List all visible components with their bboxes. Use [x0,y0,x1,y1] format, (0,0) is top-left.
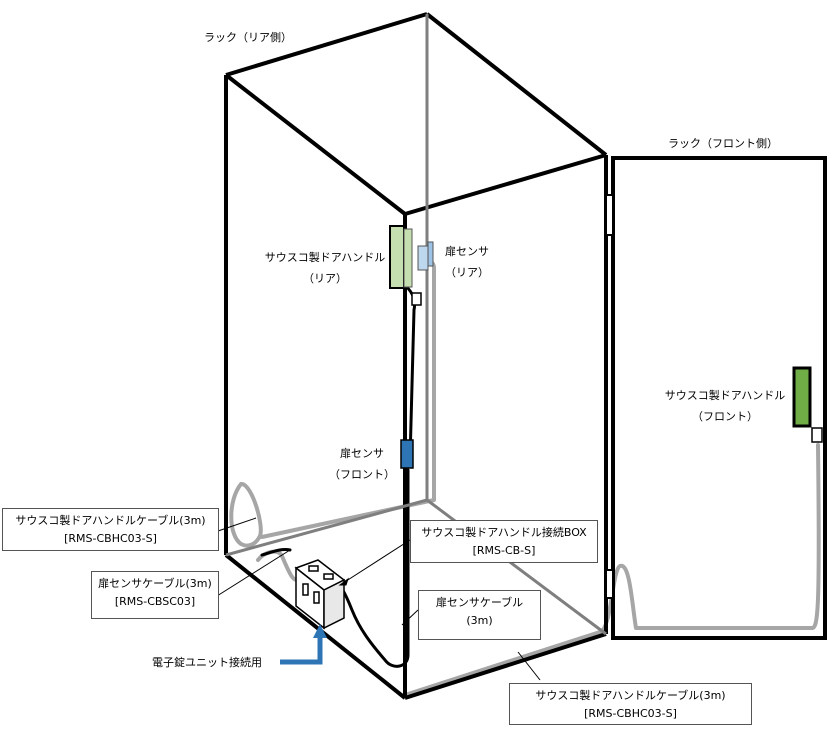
unit-connection-arrow [280,624,327,665]
callout-cable-sensor-line1: 扉センサケーブル(3m) [98,577,212,590]
callout-cable-handle-front-line2: [RMS-CBHC03-S] [584,707,677,720]
callout-cable-handle-front-line1: サウスコ製ドアハンドルケーブル(3m) [535,689,726,702]
callout-cable-handle-front: サウスコ製ドアハンドルケーブル(3m) [RMS-CBHC03-S] [509,683,752,725]
callout-cable-handle-rear-line2: [RMS-CBHC03-S] [64,532,157,545]
callout-cable-sensor-line2: [RMS-CBSC03] [114,595,196,608]
door-sensor-front [400,439,414,469]
callout-connection-box: サウスコ製ドアハンドル接続BOX [RMS-CB-S] [410,520,598,563]
callout-cable-handle-rear-line1: サウスコ製ドアハンドルケーブル(3m) [15,514,206,527]
connector-front [811,427,823,443]
label-handle-front: サウスコ製ドアハンドル （フロント） [658,388,792,424]
callout-cable-sensor-short-line2: (3m) [466,614,493,627]
label-sensor-rear-line1: 扉センサ [445,245,489,258]
door-handle-rear [389,225,413,289]
door-sensor-rear [417,241,434,271]
leader-lines [216,517,541,681]
label-handle-rear: サウスコ製ドアハンドル （リア） [260,250,390,286]
rack-front-door [605,156,827,640]
label-sensor-front-line2: （フロント） [329,468,395,481]
callout-cable-sensor: 扉センサケーブル(3m) [RMS-CBSC03] [91,571,219,619]
label-handle-front-line1: サウスコ製ドアハンドル [664,389,786,402]
label-sensor-rear: 扉センサ （リア） [432,244,502,280]
label-handle-rear-line2: （リア） [303,272,347,285]
label-handle-front-line2: （フロント） [692,410,758,423]
label-sensor-front-line1: 扉センサ [340,447,384,460]
door-handle-front [792,366,812,428]
callout-cable-handle-rear: サウスコ製ドアハンドルケーブル(3m) [RMS-CBHC03-S] [2,508,219,551]
label-handle-rear-line1: サウスコ製ドアハンドル [264,251,386,264]
rack-rear [224,12,608,700]
callout-connection-box-line1: サウスコ製ドアハンドル接続BOX [421,526,587,539]
label-unit-connection: 電子錠ユニット接続用 [152,656,262,669]
label-sensor-rear-line2: （リア） [445,266,489,279]
callout-cable-sensor-short: 扉センサケーブル (3m) [418,590,541,640]
callout-cable-sensor-short-line1: 扉センサケーブル [435,596,524,609]
connection-box [294,559,346,630]
connector-rear [411,292,422,306]
label-rack-rear: ラック（リア側） [204,31,292,44]
callout-connection-box-line2: [RMS-CB-S] [472,544,536,557]
label-rack-front: ラック（フロント側） [668,137,778,150]
label-sensor-front: 扉センサ （フロント） [325,446,399,482]
